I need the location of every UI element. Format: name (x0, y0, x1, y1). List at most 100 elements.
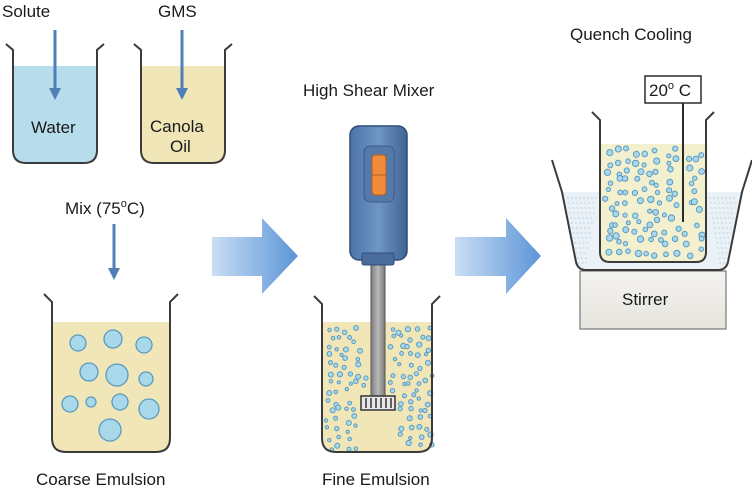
droplet (424, 401, 431, 408)
droplet (348, 381, 353, 386)
droplet (105, 363, 129, 387)
droplet (85, 396, 97, 408)
droplet (625, 220, 631, 226)
droplet (347, 400, 353, 406)
droplet (661, 240, 669, 248)
droplet (397, 362, 402, 367)
droplet (653, 216, 661, 224)
droplet (422, 407, 428, 414)
droplet (418, 434, 425, 440)
droplet (686, 252, 694, 260)
droplet (666, 153, 672, 159)
droplet (612, 232, 620, 240)
droplet (686, 155, 693, 162)
droplet (405, 439, 412, 447)
mixer-shaft (370, 261, 386, 401)
droplet (698, 235, 705, 242)
droplet (422, 377, 429, 384)
droplet (333, 362, 339, 368)
droplet (641, 162, 647, 168)
droplet (614, 159, 622, 167)
oil-beaker: GMS Canola Oil (133, 2, 233, 164)
droplet (614, 145, 622, 153)
water-beaker: Solute Water (2, 2, 105, 164)
droplet (355, 361, 362, 368)
droplet (636, 197, 644, 205)
thermometer-display (644, 75, 702, 104)
droplet (666, 178, 674, 186)
droplet (323, 418, 329, 423)
droplet (390, 327, 396, 332)
droplet (330, 335, 336, 341)
droplet (625, 248, 631, 254)
droplet (333, 415, 339, 421)
droplet (363, 375, 369, 381)
droplet (399, 333, 404, 338)
droplet (138, 398, 160, 420)
droplet (334, 326, 340, 332)
droplet (98, 418, 122, 442)
droplet (328, 378, 334, 384)
droplet (602, 195, 609, 202)
droplet (411, 392, 417, 398)
droplet (342, 355, 348, 361)
droplet (631, 189, 639, 196)
water-liquid (13, 66, 97, 163)
droplet (625, 158, 631, 164)
droplet (347, 335, 353, 340)
droplet (416, 423, 423, 430)
droplet (361, 382, 367, 388)
droplet (357, 347, 363, 354)
droplet (341, 364, 347, 370)
droplet (334, 426, 340, 432)
droplet (692, 175, 698, 181)
droplet (425, 359, 431, 366)
oil-beaker-glass (133, 43, 233, 164)
stirrer-label: Stirrer (622, 290, 669, 309)
droplet (413, 371, 419, 377)
droplet (647, 208, 653, 214)
droplet (389, 388, 396, 394)
droplet (661, 229, 668, 236)
droplet (336, 335, 342, 340)
droplet (672, 155, 680, 163)
droplet (387, 380, 393, 385)
droplet (336, 371, 343, 378)
droplet (647, 195, 655, 204)
droplet (622, 200, 628, 207)
droplet (61, 395, 79, 413)
droplet (401, 393, 407, 399)
droplet (667, 165, 674, 173)
droplet (632, 212, 639, 220)
droplet (69, 334, 87, 352)
droplet (404, 343, 410, 350)
droplet (407, 337, 413, 343)
droplet (408, 362, 414, 368)
droplet (690, 198, 698, 206)
droplet (341, 329, 348, 335)
droplet (612, 222, 618, 228)
droplet (344, 387, 349, 392)
droplet (695, 205, 704, 214)
droplet (347, 371, 353, 377)
droplet (425, 335, 432, 342)
droplet (656, 200, 663, 206)
droplet (667, 214, 676, 222)
droplet (692, 155, 700, 163)
droplet (399, 351, 405, 356)
droplet (641, 186, 648, 193)
droplet (406, 415, 413, 422)
droplet (694, 222, 700, 229)
water-beaker-glass (5, 43, 105, 164)
canola-label-line1: Canola (150, 117, 204, 136)
droplet (407, 374, 414, 381)
droplet (329, 407, 336, 414)
droplet (408, 399, 414, 405)
droplet (641, 150, 649, 158)
mix-arrow-head (108, 268, 120, 280)
droplet (392, 356, 398, 362)
droplet (648, 236, 654, 243)
droplet (353, 423, 358, 428)
droplet (631, 159, 640, 168)
droplet (334, 442, 341, 449)
